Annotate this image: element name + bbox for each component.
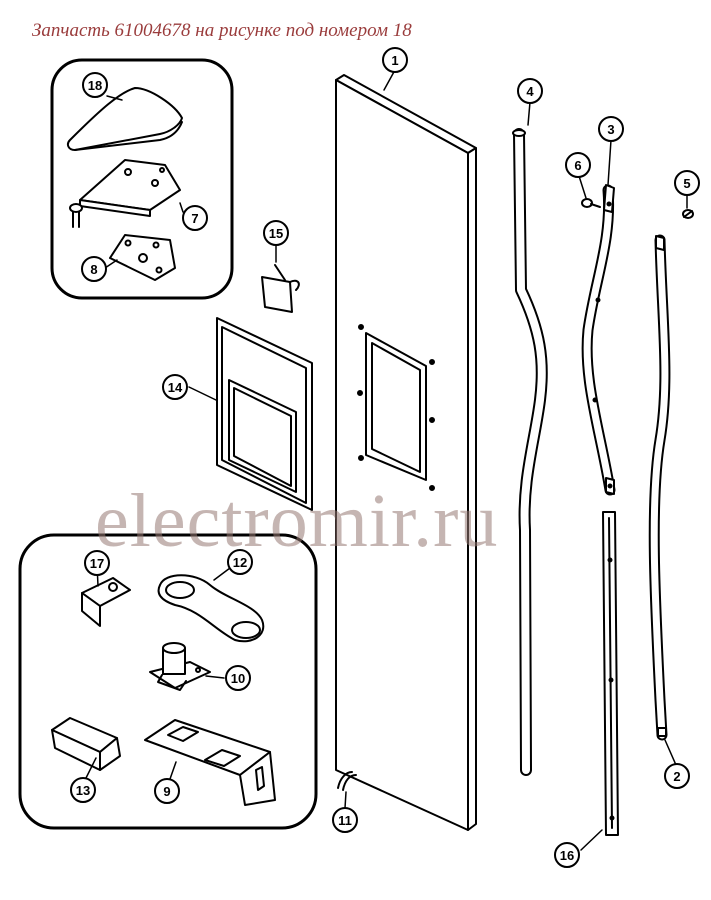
door-panel-part-1 xyxy=(335,74,477,831)
callout-18-label: 18 xyxy=(88,78,102,93)
trim-strip-part-2 xyxy=(648,234,671,741)
hinge-cover-part-18 xyxy=(66,87,183,151)
spring-part-11 xyxy=(337,771,357,791)
callout-4: 4 xyxy=(517,78,543,104)
trim-strip-part-3 xyxy=(581,184,616,496)
top-left-inset-box xyxy=(50,58,234,300)
part-caption: Запчасть 61004678 на рисунке под номером… xyxy=(32,20,412,41)
callout-9-label: 9 xyxy=(163,784,170,799)
callout-12-label: 12 xyxy=(233,555,247,570)
callout-7-label: 7 xyxy=(191,211,198,226)
callout-14-label: 14 xyxy=(168,380,183,395)
callout-14: 14 xyxy=(162,374,188,400)
callout-8-label: 8 xyxy=(90,262,97,277)
cover-part-13 xyxy=(51,717,121,771)
callout-4-label: 4 xyxy=(526,84,534,99)
top-hinge-part-7 xyxy=(69,159,181,228)
hinge-pin-part-10 xyxy=(149,642,211,691)
callout-2-label: 2 xyxy=(673,769,680,784)
hinge-bracket-part-12 xyxy=(157,574,265,643)
callout-3: 3 xyxy=(598,116,624,142)
callout-12: 12 xyxy=(227,549,253,575)
callout-18: 18 xyxy=(82,72,108,98)
callout-15-label: 15 xyxy=(269,226,283,241)
callout-10: 10 xyxy=(225,665,251,691)
bottom-left-inset-box xyxy=(18,533,318,830)
callout-13: 13 xyxy=(70,777,96,803)
leader-lines xyxy=(85,69,688,851)
watermark: electromir.ru xyxy=(95,479,499,563)
callout-1-label: 1 xyxy=(391,53,398,68)
callout-9: 9 xyxy=(154,778,180,804)
callout-1: 1 xyxy=(382,47,408,73)
screw-part-6 xyxy=(581,198,601,208)
callout-5: 5 xyxy=(674,170,700,196)
callout-13-label: 13 xyxy=(76,783,90,798)
bracket-part-17 xyxy=(81,577,131,627)
dispenser-frame-part-14 xyxy=(216,317,313,511)
callouts: 1 2 3 4 5 6 7 8 9 10 11 12 13 14 15 16 1… xyxy=(70,47,700,868)
lower-trim-part-16 xyxy=(602,511,619,836)
callout-2: 2 xyxy=(664,763,690,789)
callout-17: 17 xyxy=(84,550,110,576)
hinge-shim-part-8 xyxy=(109,234,176,281)
bottom-hinge-part-9 xyxy=(144,719,276,806)
callout-6-label: 6 xyxy=(574,158,581,173)
callout-17-label: 17 xyxy=(90,556,104,571)
callout-16: 16 xyxy=(554,842,580,868)
callout-3-label: 3 xyxy=(607,122,614,137)
callout-15: 15 xyxy=(263,220,289,246)
callout-5-label: 5 xyxy=(683,176,690,191)
callout-11-label: 11 xyxy=(338,813,352,828)
callout-8: 8 xyxy=(81,256,107,282)
callout-7: 7 xyxy=(182,205,208,231)
gasket-part-4 xyxy=(512,128,548,776)
callout-6: 6 xyxy=(565,152,591,178)
callout-11: 11 xyxy=(332,807,358,833)
callout-10-label: 10 xyxy=(231,671,245,686)
bracket-part-15 xyxy=(261,264,300,313)
screw-part-5 xyxy=(682,209,694,219)
callout-16-label: 16 xyxy=(560,848,574,863)
